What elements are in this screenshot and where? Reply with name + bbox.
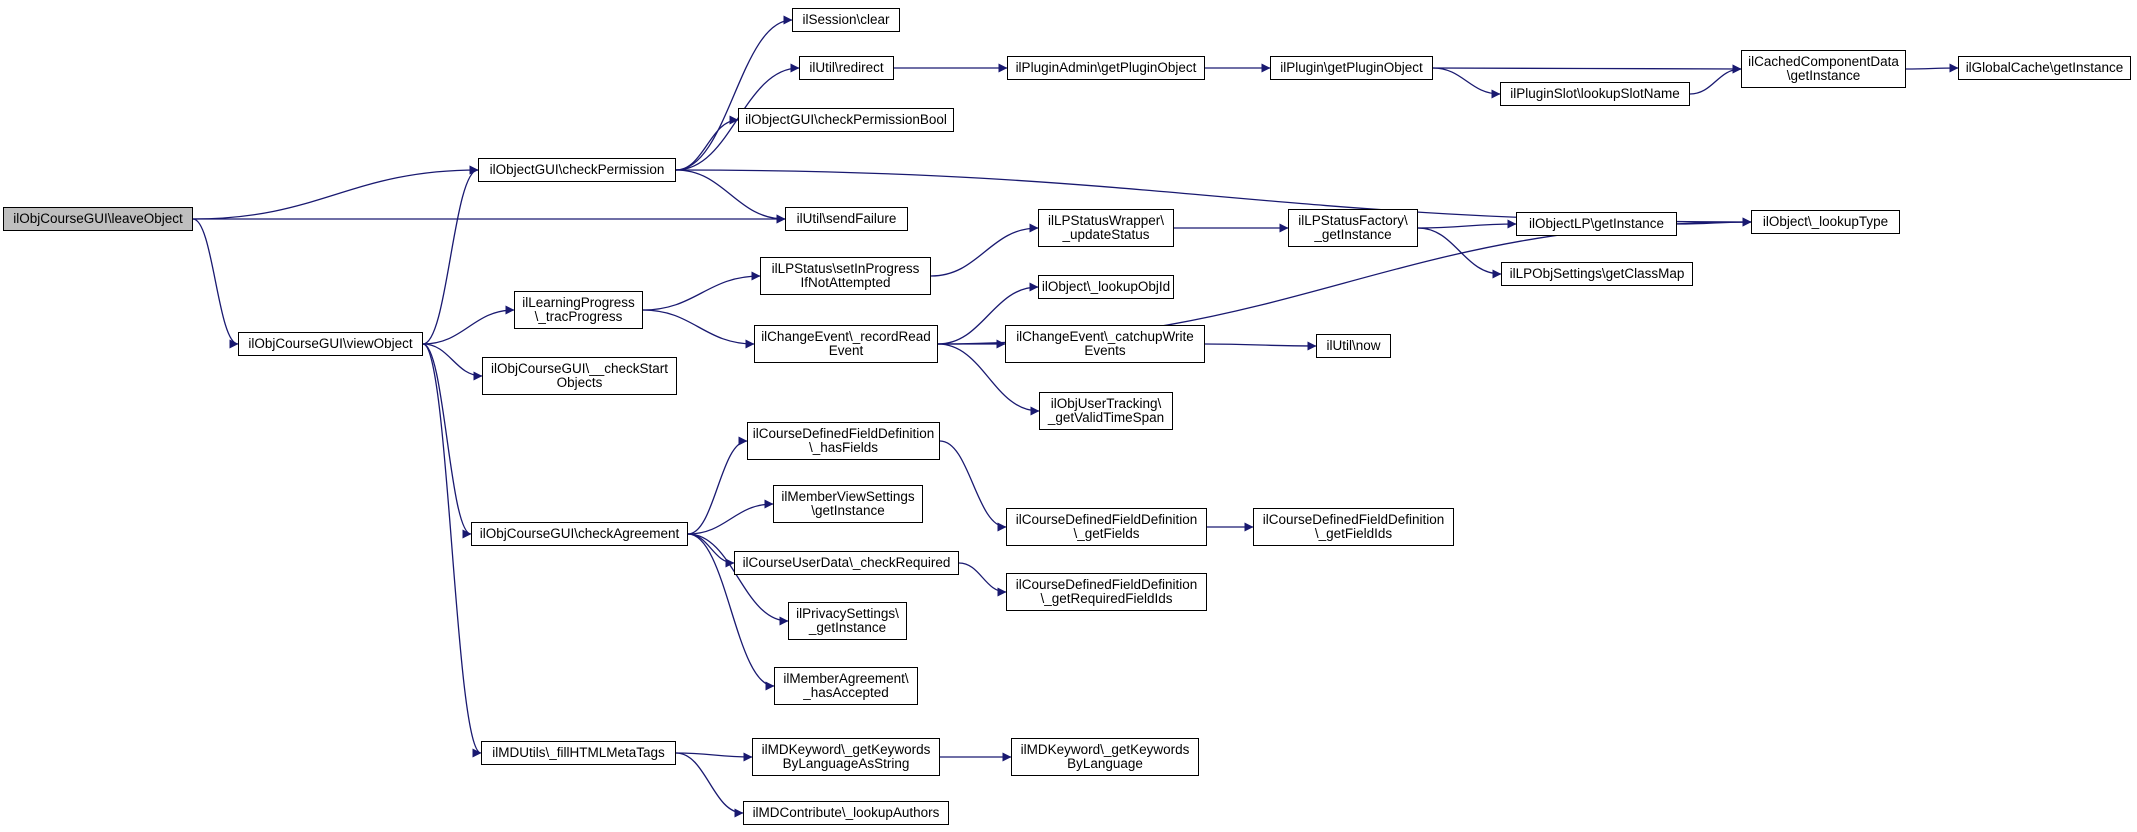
edge-n13-n17 <box>642 271 761 311</box>
edge-n3-n16 <box>422 343 482 758</box>
graph-node-n18[interactable]: ilChangeEvent\_recordRead Event <box>754 325 938 363</box>
graph-node-n3[interactable]: ilObjCourseGUI\viewObject <box>238 332 423 356</box>
edge-n13-n18 <box>642 309 755 349</box>
edge-n3-n13 <box>422 305 515 345</box>
graph-node-n17[interactable]: ilLPStatus\setInProgress IfNotAttempted <box>760 257 931 295</box>
graph-node-n7[interactable]: ilObject\_lookupType <box>1751 210 1900 234</box>
graph-node-n22[interactable]: ilLPObjSettings\getClassMap <box>1501 262 1693 286</box>
edge-n17-n19 <box>930 223 1039 277</box>
edge-n15-n31 <box>687 533 775 691</box>
graph-node-n6[interactable]: ilObjectGUI\checkPermissionBool <box>738 108 954 132</box>
graph-node-n29[interactable]: ilCourseUserData\_checkRequired <box>734 551 959 575</box>
graph-node-n13[interactable]: ilLearningProgress \_tracProgress <box>514 291 643 329</box>
graph-node-n31[interactable]: ilMemberAgreement\ _hasAccepted <box>774 667 918 705</box>
edge-n18-n25 <box>937 343 1040 416</box>
graph-node-n30[interactable]: ilPrivacySettings\ _getInstance <box>788 602 907 640</box>
edge-n0-n3 <box>192 218 239 349</box>
graph-node-n5[interactable]: ilUtil\redirect <box>799 56 894 80</box>
graph-node-n2[interactable]: ilUtil\sendFailure <box>785 207 908 231</box>
edge-n24-n26 <box>1204 341 1317 351</box>
edge-n3-n15 <box>422 343 472 539</box>
edge-n20-n21 <box>1417 219 1517 229</box>
edge-n1-n2 <box>675 169 786 224</box>
edge-n10-n12 <box>1905 63 1959 73</box>
edge-n0-n1 <box>192 165 479 220</box>
graph-node-n27[interactable]: ilCourseDefinedFieldDefinition \_hasFiel… <box>747 422 940 460</box>
edge-n3-n14 <box>422 343 483 381</box>
graph-node-n35[interactable]: ilMDKeyword\_getKeywords ByLanguageAsStr… <box>752 738 940 776</box>
graph-node-n32[interactable]: ilCourseDefinedFieldDefinition \_getFiel… <box>1006 508 1207 546</box>
edge-n15-n29 <box>687 533 735 568</box>
graph-node-n34[interactable]: ilCourseDefinedFieldDefinition \_getRequ… <box>1006 573 1207 611</box>
graph-node-n20[interactable]: ilLPStatusFactory\ _getInstance <box>1288 209 1418 247</box>
graph-node-n25[interactable]: ilObjUserTracking\ _getValidTimeSpan <box>1039 392 1173 430</box>
graph-node-n8[interactable]: ilPluginAdmin\getPluginObject <box>1007 56 1205 80</box>
edge-n15-n28 <box>687 499 774 535</box>
graph-node-n24[interactable]: ilChangeEvent\_catchupWrite Events <box>1005 325 1205 363</box>
edge-n11-n10 <box>1689 64 1742 95</box>
graph-node-n23[interactable]: ilObject\_lookupObjId <box>1038 275 1174 299</box>
edge-n9-n10 <box>1432 64 1742 74</box>
edge-n1-n6 <box>675 115 739 171</box>
edge-n16-n36 <box>675 752 744 818</box>
graph-node-n16[interactable]: ilMDUtils\_fillHTMLMetaTags <box>481 741 676 765</box>
graph-node-n15[interactable]: ilObjCourseGUI\checkAgreement <box>471 522 688 546</box>
graph-node-n9[interactable]: ilPlugin\getPluginObject <box>1270 56 1433 80</box>
edge-n15-n27 <box>687 436 748 535</box>
graph-node-n0[interactable]: ilObjCourseGUI\leaveObject <box>3 207 193 231</box>
graph-node-n10[interactable]: ilCachedComponentData \getInstance <box>1741 50 1906 88</box>
edge-n18-n23 <box>937 282 1039 345</box>
edge-n27-n32 <box>939 440 1007 532</box>
graph-node-n37[interactable]: ilMDKeyword\_getKeywords ByLanguage <box>1011 738 1199 776</box>
graph-node-n33[interactable]: ilCourseDefinedFieldDefinition \_getFiel… <box>1253 508 1454 546</box>
graph-node-n11[interactable]: ilPluginSlot\lookupSlotName <box>1500 82 1690 106</box>
edge-n16-n35 <box>675 752 753 762</box>
graph-node-n26[interactable]: ilUtil\now <box>1316 334 1391 358</box>
edge-n15-n30 <box>687 533 789 626</box>
edge-n1-n4 <box>675 15 793 171</box>
graph-node-n21[interactable]: ilObjectLP\getInstance <box>1516 212 1677 236</box>
graph-node-n36[interactable]: ilMDContribute\_lookupAuthors <box>743 801 949 825</box>
edge-n3-n1 <box>422 165 479 345</box>
graph-node-n28[interactable]: ilMemberViewSettings \getInstance <box>773 485 923 523</box>
graph-node-n1[interactable]: ilObjectGUI\checkPermission <box>478 158 676 182</box>
edge-n20-n22 <box>1417 227 1502 279</box>
graph-node-n19[interactable]: ilLPStatusWrapper\ _updateStatus <box>1038 209 1174 247</box>
graph-node-n12[interactable]: ilGlobalCache\getInstance <box>1958 56 2131 80</box>
edge-n9-n11 <box>1432 67 1501 99</box>
graph-node-n14[interactable]: ilObjCourseGUI\__checkStart Objects <box>482 357 677 395</box>
graph-node-n4[interactable]: ilSession\clear <box>792 8 900 32</box>
edge-n29-n34 <box>958 562 1007 597</box>
